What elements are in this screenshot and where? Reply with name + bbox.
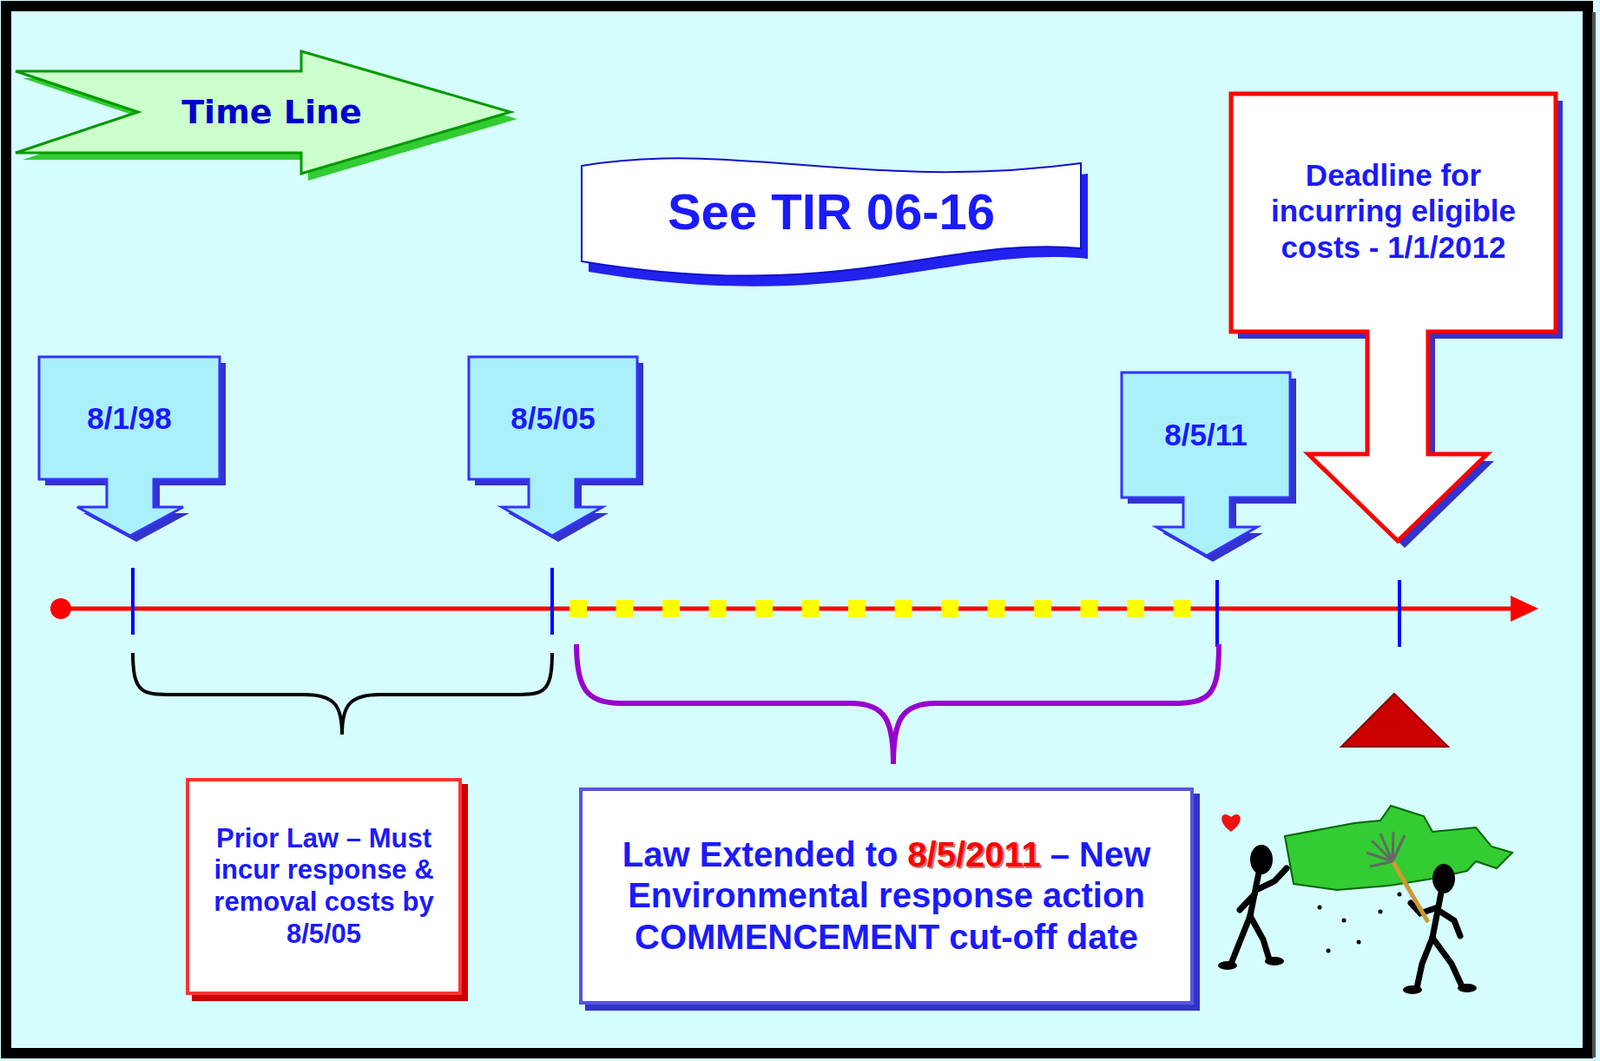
node-text: 8/1/98 bbox=[86, 400, 172, 436]
outer-frame bbox=[6, 6, 1588, 1054]
node-label: Prior Law – Must incur response & remova… bbox=[194, 823, 454, 950]
node-outline bbox=[468, 356, 638, 536]
dust-dots bbox=[1317, 892, 1403, 954]
node-shape bbox=[15, 51, 511, 174]
yellow-square bbox=[895, 599, 913, 618]
figure-head bbox=[1432, 863, 1456, 894]
node-outline bbox=[39, 356, 220, 536]
frame-shadow bbox=[1592, 12, 1596, 1058]
node-label: See TIR 06-16 bbox=[667, 182, 995, 242]
node-label: 8/5/11 bbox=[1164, 416, 1247, 453]
text-area: Prior Law – Must incur response & remova… bbox=[194, 786, 454, 987]
figure-head bbox=[1250, 844, 1273, 875]
stick-figure-left bbox=[1231, 868, 1287, 964]
yellow-square bbox=[1080, 599, 1099, 618]
text-area: 8/1/98 bbox=[46, 363, 213, 473]
yellow-square bbox=[1033, 599, 1052, 618]
yellow-square bbox=[941, 599, 959, 618]
yellow-square bbox=[987, 599, 1006, 618]
state-map-shape bbox=[1284, 805, 1513, 890]
heart bbox=[1221, 814, 1240, 832]
node-text: Deadline for incurring eligible costs - … bbox=[1241, 157, 1546, 265]
text-area: Law Extended to8/5/2011– New Environment… bbox=[592, 797, 1180, 995]
text-area: Time Line bbox=[128, 68, 415, 156]
figure-foot bbox=[1457, 983, 1477, 993]
node-text: 8/5/11 bbox=[1164, 416, 1247, 453]
date-callout: 8/1/98 bbox=[39, 356, 220, 536]
duster-handle bbox=[1392, 861, 1429, 922]
node-text: See TIR 06-16 bbox=[667, 182, 995, 242]
timeline-arrowhead bbox=[1510, 595, 1539, 622]
yellow-markers bbox=[569, 599, 1192, 618]
figure-foot bbox=[1218, 961, 1238, 970]
text-area: Deadline for incurring eligible costs - … bbox=[1241, 102, 1546, 320]
node-shape bbox=[1121, 372, 1291, 556]
node-text: Law Extended to8/5/2011– New Environment… bbox=[592, 834, 1180, 958]
yellow-square bbox=[616, 599, 634, 618]
node-label: Law Extended to bbox=[622, 835, 899, 874]
text-area: See TIR 06-16 bbox=[599, 168, 1064, 256]
yellow-square bbox=[848, 599, 866, 618]
node-label: Deadline for incurring eligible costs - … bbox=[1241, 157, 1546, 265]
duster-feathers bbox=[1366, 831, 1405, 867]
reference-banner: See TIR 06-16 bbox=[581, 152, 1081, 296]
date-callout: 8/5/05 bbox=[468, 356, 638, 536]
yellow-square bbox=[1126, 599, 1145, 618]
yellow-square bbox=[1173, 599, 1192, 618]
timeline-start-dot bbox=[50, 598, 72, 619]
yellow-square bbox=[709, 599, 727, 618]
timeline-line bbox=[60, 606, 1518, 612]
figure-foot bbox=[1264, 956, 1284, 966]
yellow-square bbox=[662, 599, 680, 618]
date-callout: 8/5/11 bbox=[1121, 372, 1291, 556]
node-text: Prior Law – Must incur response & remova… bbox=[194, 823, 454, 950]
figure-foot bbox=[1402, 985, 1423, 995]
text-area: 8/5/05 bbox=[475, 363, 631, 473]
node-outline bbox=[1121, 372, 1291, 556]
tick-marks bbox=[132, 567, 1400, 647]
yellow-square bbox=[755, 599, 773, 618]
node-label: Time Line bbox=[181, 92, 363, 132]
law-extended-box: Law Extended to8/5/2011– New Environment… bbox=[579, 787, 1194, 1005]
cleanup-cartoon bbox=[1218, 805, 1513, 995]
node-label: 8/5/05 bbox=[510, 400, 595, 436]
yellow-square bbox=[802, 599, 820, 618]
text-area: 8/5/11 bbox=[1128, 379, 1284, 491]
node-label: 8/5/2011 bbox=[907, 835, 1041, 874]
extension-bracket bbox=[576, 644, 1219, 764]
node-shape bbox=[39, 356, 220, 536]
deadline-marker-triangle bbox=[1341, 693, 1449, 747]
node-text: 8/5/05 bbox=[510, 400, 595, 436]
node-shape bbox=[468, 356, 638, 536]
node-text: Time Line bbox=[181, 92, 363, 132]
prior-law-bracket bbox=[132, 652, 553, 735]
node-shape bbox=[581, 158, 1081, 276]
node-label: 8/1/98 bbox=[86, 400, 172, 436]
prior-law-box: Prior Law – Must incur response & remova… bbox=[185, 777, 462, 995]
timeline-arrow-label: Time Line bbox=[15, 51, 511, 174]
yellow-square bbox=[569, 599, 587, 618]
